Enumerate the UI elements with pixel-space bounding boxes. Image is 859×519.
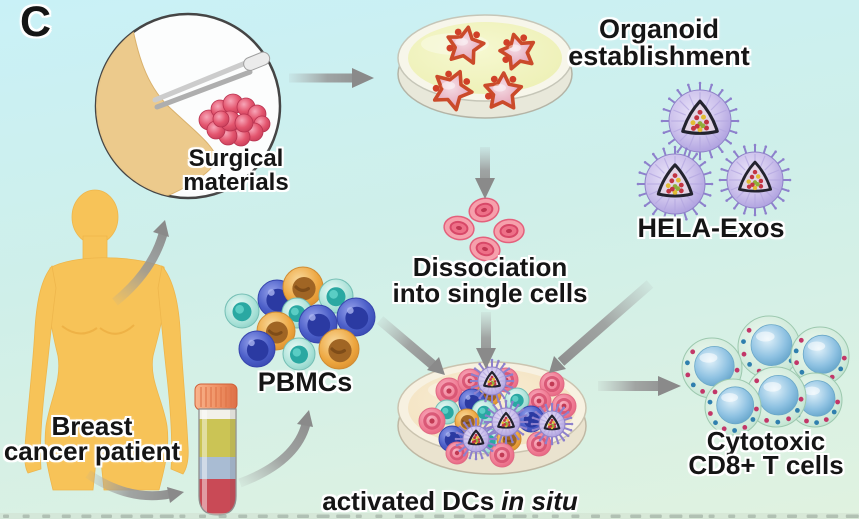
cytotoxic-label-line2: CD8+ T cells	[688, 450, 844, 480]
bottom-edge-strip	[0, 513, 859, 519]
arrow-organoid-to-single-cells	[475, 147, 495, 199]
panel-label-text: C	[20, 0, 52, 46]
hela-exosome	[660, 81, 740, 161]
tweezers-icon	[152, 51, 271, 110]
cytotoxic-t-cells-label: Cytotoxic CD8+ T cells	[688, 426, 844, 480]
cell-blue	[336, 297, 376, 337]
dissociation-label-line1: Dissociation	[412, 252, 568, 282]
arrow-exos-to-dish	[549, 280, 654, 373]
pbmcs-label-text: PBMCs	[257, 367, 353, 397]
pbmc-cluster	[224, 266, 376, 371]
arrow-biopsy-to-organoid-dish	[289, 68, 374, 88]
organoid-petri-dish	[397, 14, 573, 119]
dc-cell-pink	[489, 442, 515, 468]
single-tumor-cell	[443, 215, 475, 241]
organoid-label-line1: Organoid	[599, 14, 719, 44]
blood-tube	[194, 383, 238, 516]
arrow-patient-to-tube	[85, 470, 184, 503]
cd8-t-cell	[790, 326, 850, 386]
dc-cell-pink	[435, 377, 463, 405]
organoid	[432, 69, 474, 112]
single-cells-group	[443, 197, 525, 262]
activated-dcs-label-text: activated DCs	[322, 486, 495, 516]
hela-exos-label-text: HELA-Exos	[637, 213, 785, 243]
arrow-patient-to-biopsy	[112, 220, 169, 306]
single-tumor-cell	[469, 236, 501, 262]
cell-blue	[238, 330, 276, 368]
activated-dc-petri-dish	[397, 358, 587, 475]
hela-exosome	[636, 145, 714, 223]
organoid-establishment-label: Organoid establishment	[568, 16, 750, 70]
hela-exosome	[530, 402, 574, 446]
in-situ-label-text: in situ	[501, 486, 578, 516]
hela-exosome	[454, 417, 498, 461]
patient-label-line2: cancer patient	[3, 436, 181, 466]
pbmcs-label: PBMCs	[258, 367, 353, 398]
breast-cancer-patient-silhouette	[24, 189, 189, 491]
tumor-tissue	[198, 93, 271, 147]
cytotoxic-t-cell-cluster	[681, 315, 850, 436]
dc-cell-pink	[539, 371, 565, 397]
organoid-label-line2: establishment	[568, 41, 750, 71]
hela-exos-label: HELA-Exos	[637, 213, 784, 244]
breast-cancer-patient-label: Breast cancer patient	[3, 411, 181, 466]
cell-orange	[318, 328, 360, 370]
surgical-label-line2: materials	[183, 169, 289, 196]
surgical-label-line1: Surgical	[188, 145, 284, 172]
arrow-single-cells-to-dish	[476, 312, 496, 369]
arrow-dish-to-tcells	[598, 376, 681, 396]
cell-orange	[282, 266, 324, 308]
arrow-pbmc-to-dish	[376, 316, 445, 375]
dc-cell-pink	[418, 407, 446, 435]
single-tumor-cell	[493, 218, 525, 244]
organoid	[446, 25, 486, 65]
single-tumor-cell	[468, 197, 500, 223]
dc-cell-pink	[445, 441, 469, 465]
cd8-t-cell	[704, 378, 762, 436]
hela-exosome	[718, 143, 792, 217]
cell-teal	[282, 337, 316, 371]
blood-tube-layers	[199, 409, 236, 515]
biopsy-inset-circle	[94, 12, 282, 200]
arrow-tube-to-pbmc	[238, 410, 313, 488]
patient-label-line1: Breast	[51, 411, 133, 441]
hela-exosome	[469, 358, 515, 404]
cell-teal	[224, 293, 260, 329]
cytotoxic-label-line1: Cytotoxic	[706, 426, 826, 456]
breast-profile	[96, 14, 217, 198]
organoid	[498, 32, 536, 71]
hela-exos-group	[636, 81, 792, 223]
surgical-materials-label: Surgical materials	[183, 147, 288, 195]
dissociation-label: Dissociation into single cells	[392, 254, 587, 306]
dissociation-label-line2: into single cells	[392, 278, 588, 308]
panel-label: C	[20, 0, 51, 47]
organoid	[483, 71, 524, 110]
hela-exosome	[483, 399, 529, 445]
